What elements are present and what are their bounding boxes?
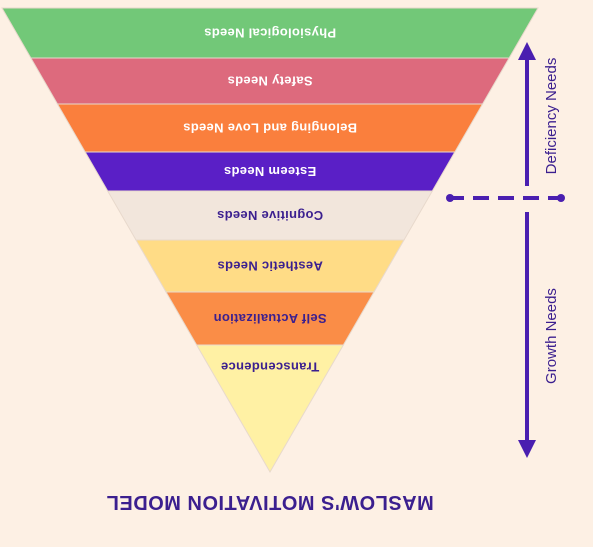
tier-transcendence <box>195 344 345 473</box>
deficiency-arrowhead-icon <box>518 42 536 60</box>
arrows <box>446 42 565 458</box>
tier-label-1: Safety Needs <box>227 74 312 89</box>
tier-label-6: Self Actualization <box>213 311 326 326</box>
tier-label-5: Aesthetic Needs <box>217 259 323 274</box>
tier-label-4: Cognitive Needs <box>217 208 323 223</box>
tier-label-3: Esteem Needs <box>224 164 316 179</box>
pyramid-tiers <box>1 7 539 473</box>
diagram-title: MASLOW'S MOTIVATION MODEL <box>106 491 434 513</box>
divider-dot-right <box>557 194 565 202</box>
growth-arrowhead-icon <box>518 440 536 458</box>
growth-needs-label: Growth Needs <box>543 288 560 384</box>
tier-label-2: Belonging and Love Needs <box>183 121 357 136</box>
deficiency-needs-label: Deficiency Needs <box>543 58 560 175</box>
tier-label-0: Physiological Needs <box>204 26 336 41</box>
divider-dot-left <box>446 194 454 202</box>
tier-label-7: Transcendence <box>221 360 320 375</box>
